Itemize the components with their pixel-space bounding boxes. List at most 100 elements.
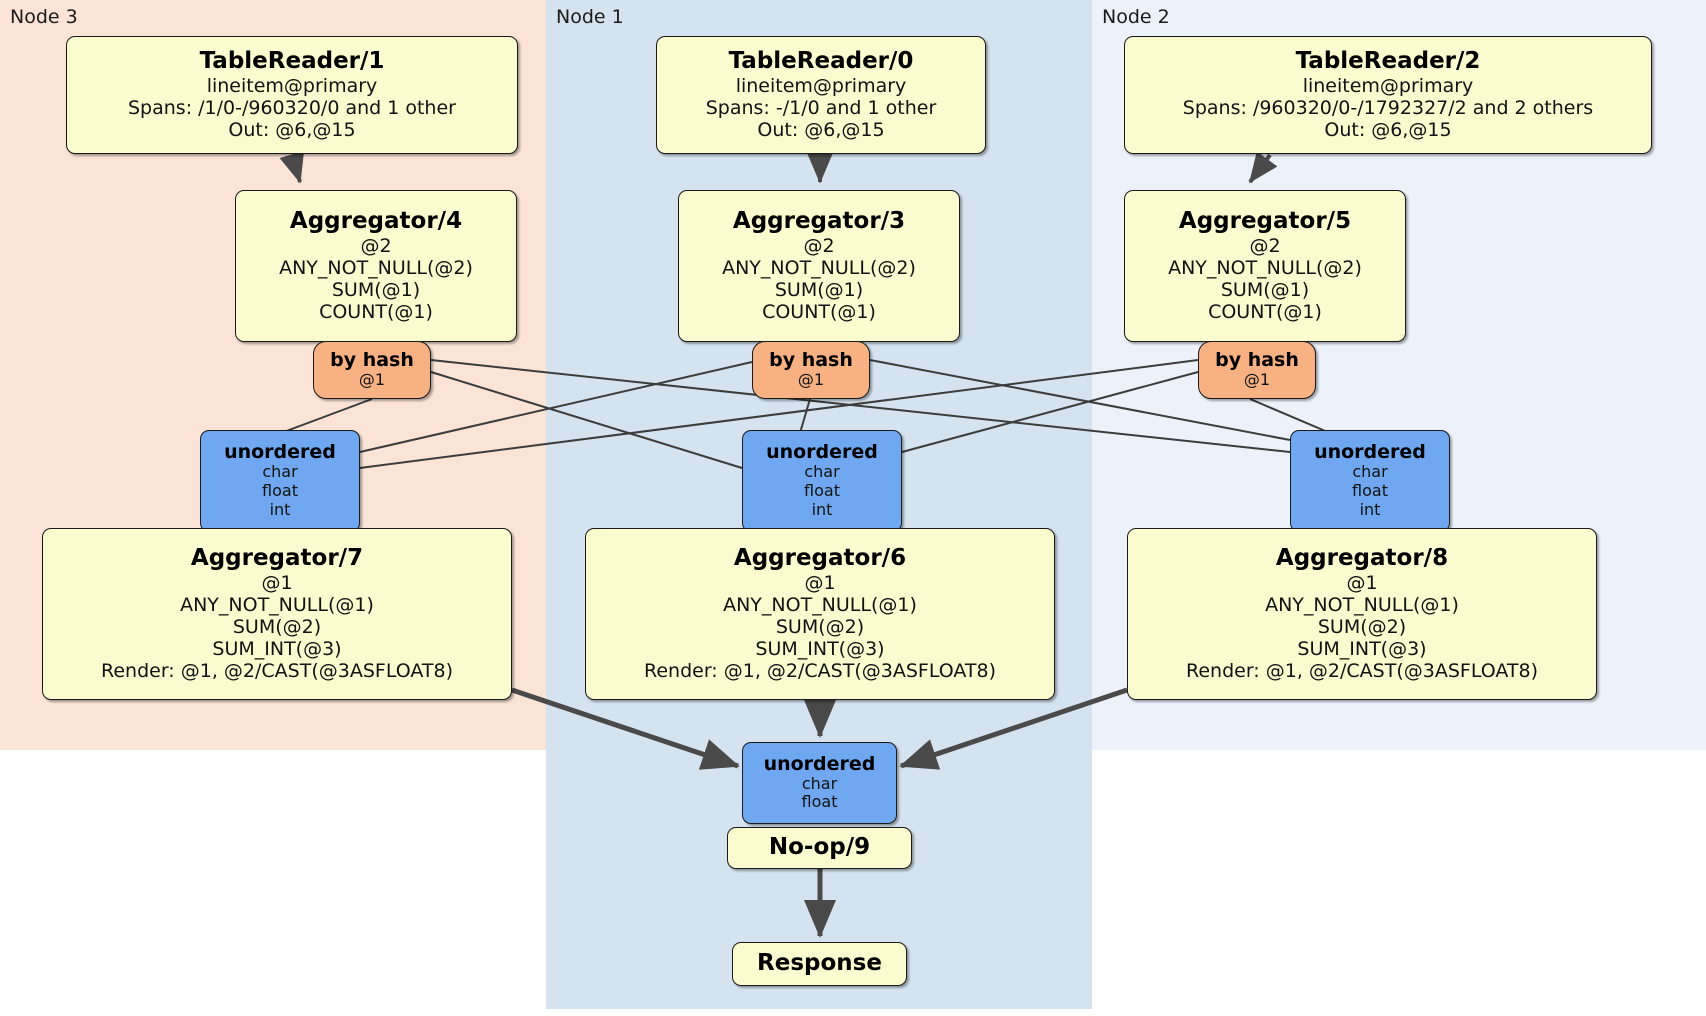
processor-detail-line: ANY_NOT_NULL(@2) — [1168, 256, 1362, 279]
processor-detail-line: ANY_NOT_NULL(@2) — [279, 256, 473, 279]
processor-detail-line: lineitem@primary — [206, 74, 378, 97]
router-detail-line: @1 — [797, 370, 825, 389]
synchronizer-type-line: char — [262, 462, 298, 482]
processor-title: No-op/9 — [768, 834, 871, 861]
processor-detail-line: SUM(@1) — [774, 278, 864, 301]
processor-aggregator-3[interactable]: Aggregator/3 @2 ANY_NOT_NULL(@2) SUM(@1)… — [678, 190, 960, 342]
node-panel-label-node1: Node 1 — [556, 6, 624, 28]
processor-detail-line: lineitem@primary — [735, 74, 907, 97]
processor-aggregator-7[interactable]: Aggregator/7 @1 ANY_NOT_NULL(@1) SUM(@2)… — [42, 528, 512, 700]
edge-hash4-sync7 — [280, 398, 373, 434]
processor-detail-line: Out: @6,@15 — [757, 118, 885, 141]
synchronizer-title: unordered — [766, 441, 878, 464]
node-panel-label-node3: Node 3 — [10, 6, 78, 28]
processor-detail-line: Spans: -/1/0 and 1 other — [705, 96, 937, 119]
router-title: by hash — [769, 349, 853, 372]
processor-detail-line: Spans: /1/0-/960320/0 and 1 other — [128, 96, 456, 119]
synchronizer-type-line: char — [801, 773, 838, 793]
processor-detail-line: COUNT(@1) — [1208, 300, 1322, 323]
edge-hash4-sync8 — [430, 359, 1291, 453]
synchronizer-type-line: int — [811, 499, 833, 519]
processor-detail-line: @2 — [803, 234, 835, 257]
synchronizer-type-line: char — [804, 462, 840, 482]
router-by-hash-3[interactable]: by hash @1 — [752, 341, 870, 399]
processor-detail-line: ANY_NOT_NULL(@1) — [1265, 593, 1459, 616]
synchronizer-type-line: int — [1359, 499, 1381, 519]
edge-hash5-sync8 — [1249, 398, 1331, 434]
synchronizer-type-line: char — [1352, 462, 1388, 482]
node-panel-label-node2: Node 2 — [1102, 6, 1170, 28]
synchronizer-unordered-6[interactable]: unordered char float int — [742, 430, 902, 532]
processor-title: Aggregator/8 — [1275, 545, 1449, 572]
router-detail-line: @1 — [1243, 370, 1271, 389]
processor-title: TableReader/2 — [1295, 48, 1481, 75]
processor-aggregator-5[interactable]: Aggregator/5 @2 ANY_NOT_NULL(@2) SUM(@1)… — [1124, 190, 1406, 342]
processor-aggregator-4[interactable]: Aggregator/4 @2 ANY_NOT_NULL(@2) SUM(@1)… — [235, 190, 517, 342]
processor-table-reader-0[interactable]: TableReader/0 lineitem@primary Spans: -/… — [656, 36, 986, 154]
processor-detail-line: Out: @6,@15 — [228, 118, 356, 141]
synchronizer-type-line: float — [262, 481, 298, 500]
processor-title: Aggregator/7 — [190, 545, 364, 572]
router-title: by hash — [330, 349, 414, 372]
processor-response[interactable]: Response — [732, 942, 907, 986]
synchronizer-title: unordered — [1314, 441, 1426, 464]
synchronizer-title: unordered — [763, 752, 876, 775]
processor-detail-line: SUM(@1) — [1220, 278, 1310, 301]
processor-detail-line: Spans: /960320/0-/1792327/2 and 2 others — [1182, 96, 1594, 119]
processor-detail-line: SUM_INT(@3) — [212, 637, 342, 660]
edge-tr1-agg4 — [279, 150, 305, 184]
edge-hash3-sync7 — [359, 361, 753, 453]
synchronizer-unordered-final[interactable]: unordered char float — [742, 742, 897, 824]
synchronizer-type-line: float — [1352, 481, 1388, 500]
edge-hash4-sync6 — [430, 371, 743, 469]
processor-detail-line: SUM(@2) — [775, 615, 865, 638]
router-detail-line: @1 — [358, 370, 386, 389]
processor-aggregator-8[interactable]: Aggregator/8 @1 ANY_NOT_NULL(@1) SUM(@2)… — [1127, 528, 1597, 700]
processor-detail-line: ANY_NOT_NULL(@1) — [180, 593, 374, 616]
processor-render-line: Render: @1, @2/CAST(@3ASFLOAT8) — [101, 659, 453, 682]
processor-render-line: Render: @1, @2/CAST(@3ASFLOAT8) — [1186, 659, 1538, 682]
synchronizer-unordered-7[interactable]: unordered char float int — [200, 430, 360, 532]
processor-title: Response — [757, 950, 882, 977]
synchronizer-title: unordered — [224, 441, 336, 464]
edge-agg7-syncfinal — [511, 687, 740, 770]
processor-detail-line: Out: @6,@15 — [1324, 118, 1452, 141]
processor-title: Aggregator/3 — [732, 208, 906, 235]
processor-detail-line: ANY_NOT_NULL(@1) — [723, 593, 917, 616]
processor-detail-line: @2 — [1249, 234, 1281, 257]
processor-detail-line: COUNT(@1) — [319, 300, 433, 323]
edge-hash3-sync8 — [869, 359, 1291, 441]
edge-agg8-syncfinal — [899, 687, 1128, 770]
processor-table-reader-1[interactable]: TableReader/1 lineitem@primary Spans: /1… — [66, 36, 518, 154]
synchronizer-unordered-8[interactable]: unordered char float int — [1290, 430, 1450, 532]
router-by-hash-4[interactable]: by hash @1 — [313, 341, 431, 399]
processor-title: TableReader/1 — [199, 48, 385, 75]
processor-detail-line: lineitem@primary — [1302, 74, 1474, 97]
processor-aggregator-6[interactable]: Aggregator/6 @1 ANY_NOT_NULL(@1) SUM(@2)… — [585, 528, 1055, 700]
processor-table-reader-2[interactable]: TableReader/2 lineitem@primary Spans: /9… — [1124, 36, 1652, 154]
edge-hash5-sync7 — [359, 359, 1199, 469]
processor-detail-line: SUM(@2) — [232, 615, 322, 638]
processor-detail-line: SUM_INT(@3) — [1297, 637, 1427, 660]
synchronizer-type-line: float — [804, 481, 840, 500]
processor-title: Aggregator/6 — [733, 545, 907, 572]
router-by-hash-5[interactable]: by hash @1 — [1198, 341, 1316, 399]
edge-hash3-sync6 — [799, 398, 811, 434]
edge-tr2-agg5 — [1248, 151, 1278, 184]
processor-detail-line: SUM(@2) — [1317, 615, 1407, 638]
processor-detail-line: SUM(@1) — [331, 278, 421, 301]
processor-detail-line: @1 — [261, 571, 293, 594]
processor-render-line: Render: @1, @2/CAST(@3ASFLOAT8) — [644, 659, 996, 682]
processor-title: Aggregator/5 — [1178, 208, 1352, 235]
processor-title: TableReader/0 — [728, 48, 914, 75]
synchronizer-type-line: float — [801, 792, 838, 812]
edge-hash5-sync6 — [901, 371, 1199, 453]
processor-title: Aggregator/4 — [289, 208, 463, 235]
processor-detail-line: COUNT(@1) — [762, 300, 876, 323]
processor-detail-line: ANY_NOT_NULL(@2) — [722, 256, 916, 279]
processor-detail-line: @1 — [1346, 571, 1378, 594]
processor-noop-9[interactable]: No-op/9 — [727, 827, 912, 869]
router-title: by hash — [1215, 349, 1299, 372]
